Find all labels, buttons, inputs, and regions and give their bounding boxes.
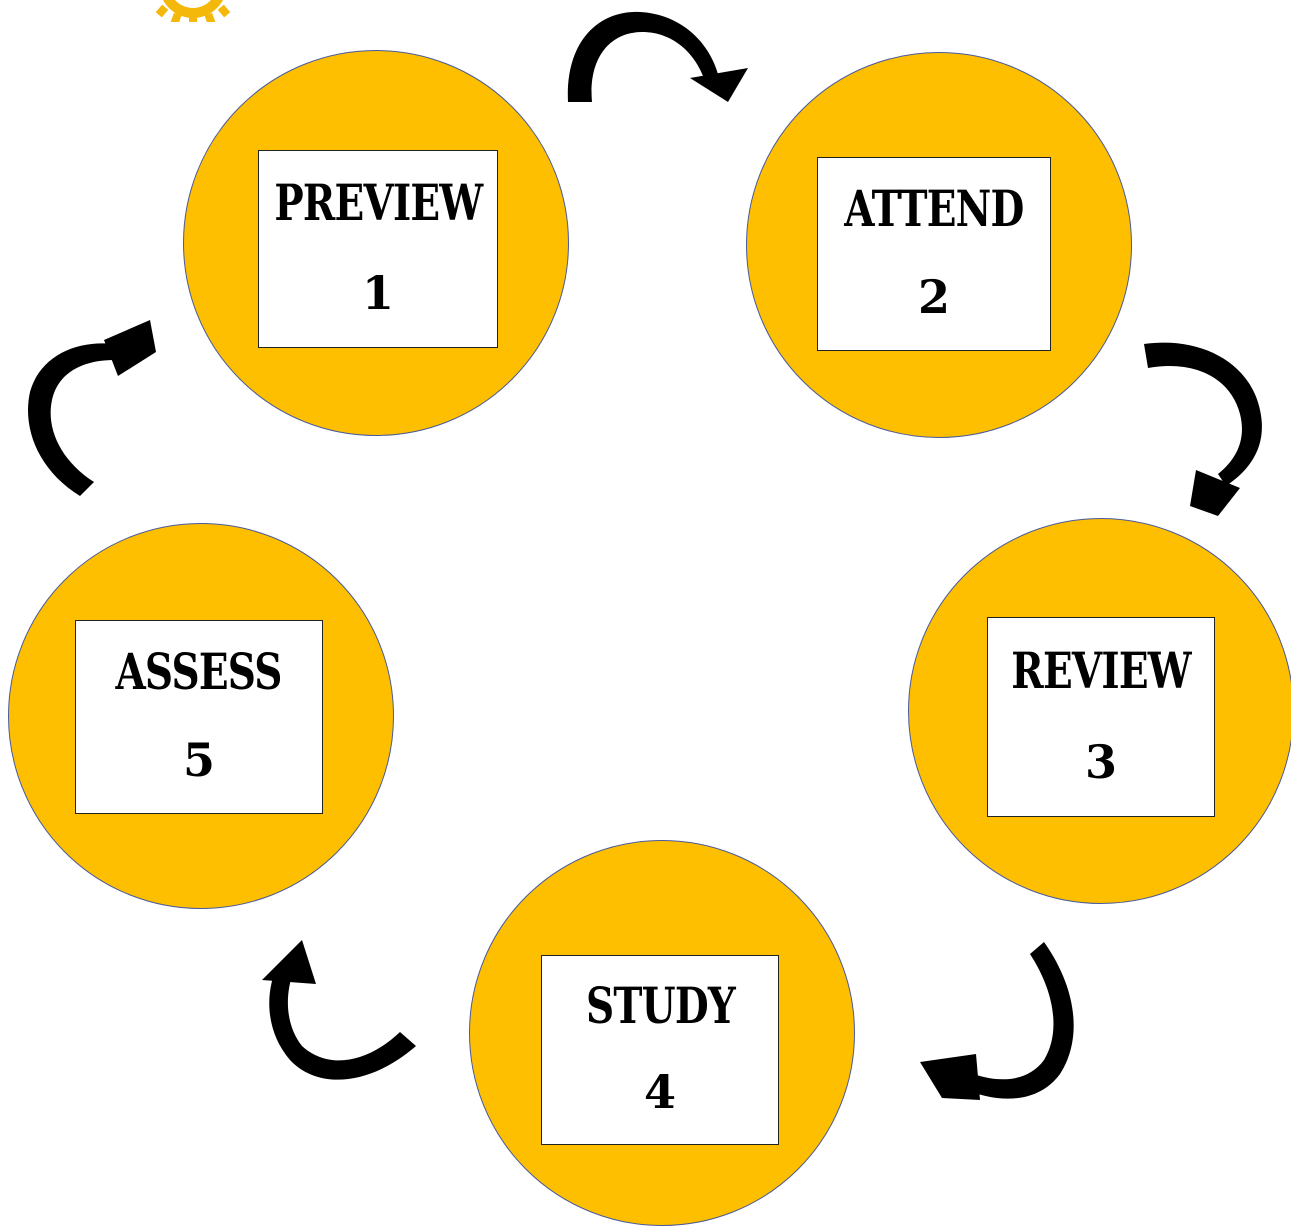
step-label-box-attend: ATTEND 2 xyxy=(817,157,1051,351)
step-name-assess: ASSESS xyxy=(115,642,283,701)
arrow-assess-to-preview-icon xyxy=(28,320,156,496)
step-name-review: REVIEW xyxy=(1011,640,1191,700)
step-label-box-assess: ASSESS 5 xyxy=(75,620,323,814)
step-name-study: STUDY xyxy=(585,976,736,1035)
arrow-attend-to-review-icon xyxy=(1144,342,1262,516)
step-number-review: 3 xyxy=(1084,734,1117,789)
gear-logo-icon xyxy=(148,0,238,22)
arrow-study-to-assess-icon xyxy=(262,940,416,1080)
step-number-study: 4 xyxy=(643,1065,676,1119)
step-number-preview: 1 xyxy=(361,266,394,320)
step-name-preview: PREVIEW xyxy=(273,173,483,232)
step-number-assess: 5 xyxy=(182,733,215,787)
step-number-attend: 2 xyxy=(917,270,950,324)
step-label-box-preview: PREVIEW 1 xyxy=(258,150,498,348)
step-label-box-study: STUDY 4 xyxy=(541,955,779,1145)
arrow-preview-to-attend-icon xyxy=(567,11,748,102)
step-name-attend: ATTEND xyxy=(844,179,1024,238)
arrow-review-to-study-icon xyxy=(920,942,1074,1100)
step-label-box-review: REVIEW 3 xyxy=(987,617,1215,817)
